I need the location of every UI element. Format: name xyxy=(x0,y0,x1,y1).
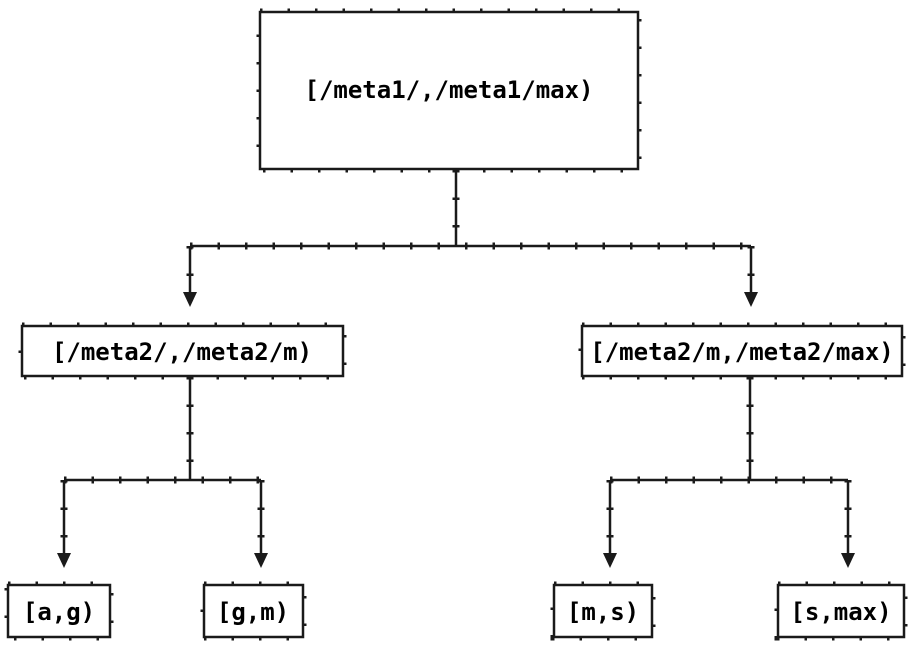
leaf-ag-label: [a,g) xyxy=(23,598,95,626)
node-meta2-left-label: [/meta2/,/meta2/m) xyxy=(52,338,312,366)
leaf-ms-label: [m,s) xyxy=(567,598,639,626)
leaf-gm-label: [g,m) xyxy=(217,598,289,626)
leaf-smax-label: [s,max) xyxy=(790,598,891,626)
leaf-gm-box xyxy=(202,583,305,639)
arrow-down-icon xyxy=(183,292,197,307)
leaf-ag: [a,g) xyxy=(4,581,114,641)
leaf-smax: [s,max) xyxy=(774,581,908,641)
node-meta2-right-box xyxy=(580,324,904,378)
arrow-down-icon xyxy=(603,553,617,568)
connector-tier2-right-ticks xyxy=(606,377,852,553)
leaf-ms: [m,s) xyxy=(550,581,656,641)
leaf-ag-box xyxy=(6,583,112,639)
node-root: [/meta1/,/meta1/max) xyxy=(256,8,642,173)
arrow-down-icon xyxy=(841,553,855,568)
node-meta2-left: [/meta2/,/meta2/m) xyxy=(18,322,347,380)
node-meta2-right-label: [/meta2/m,/meta2/max) xyxy=(590,338,893,366)
connector-lines xyxy=(57,170,855,568)
node-meta2-right: [/meta2/m,/meta2/max) xyxy=(578,322,906,380)
node-root-label: [/meta1/,/meta1/max) xyxy=(305,76,594,104)
connector-tier2-left-ticks xyxy=(60,377,265,553)
connector-tier1 xyxy=(188,170,753,293)
node-root-box xyxy=(258,10,640,171)
arrow-down-icon xyxy=(254,553,268,568)
arrow-down-icon xyxy=(744,292,758,307)
connector-tier1-ticks xyxy=(186,170,755,293)
leaf-gm: [g,m) xyxy=(200,581,307,641)
connector-tier2-right xyxy=(608,377,850,553)
leaf-ms-box xyxy=(552,583,654,639)
node-meta2-left-box xyxy=(20,324,345,378)
connector-tier2-left xyxy=(62,377,263,553)
leaf-smax-box xyxy=(776,583,906,639)
arrow-down-icon xyxy=(57,553,71,568)
